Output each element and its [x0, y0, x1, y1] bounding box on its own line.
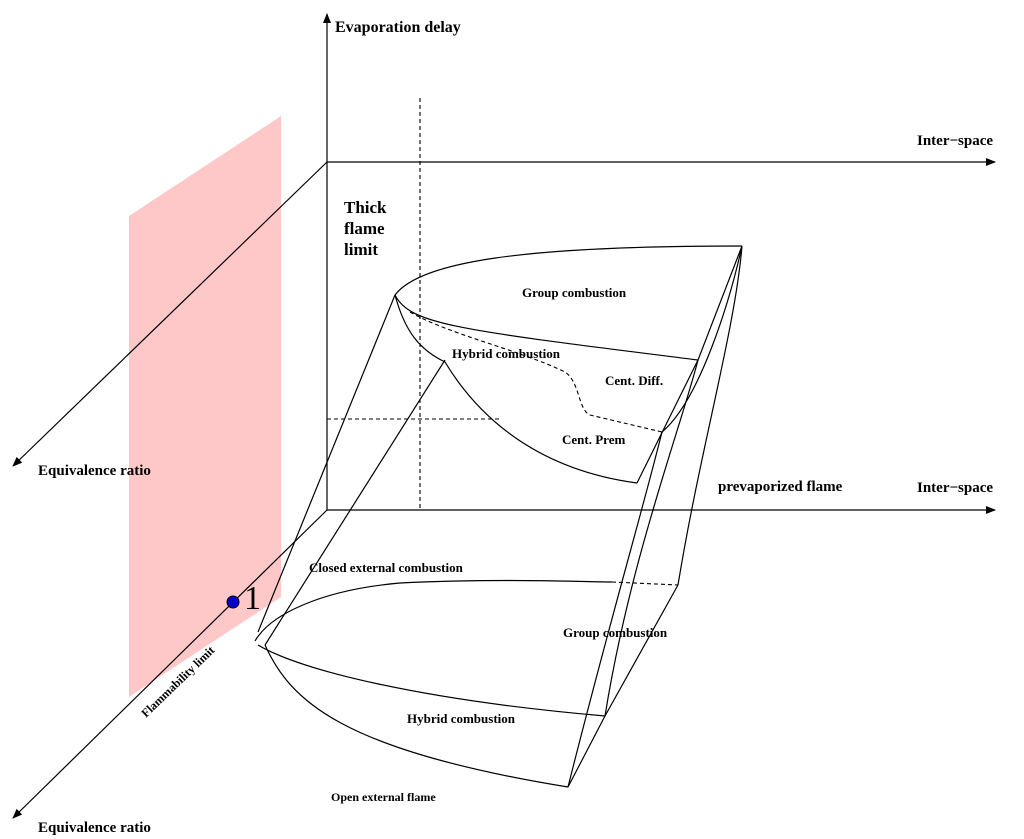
equivalence-ratio-label-top: Equivalence ratio	[38, 463, 151, 479]
lower-hybrid-combustion-label: Hybrid combustion	[407, 711, 516, 726]
open-external-flame-label: Open external flame	[331, 790, 436, 804]
cent-prem-label: Cent. Prem	[562, 432, 625, 447]
left-inner-edge	[264, 359, 446, 646]
evaporation-delay-label: Evaporation delay	[335, 19, 461, 36]
cent-diff-label: Cent. Diff.	[605, 373, 663, 388]
upper-surface-cent-diff-boundary	[409, 311, 663, 433]
equivalence-ratio-axis-bottom	[12, 509, 328, 819]
flammability-limit-plane	[129, 116, 281, 697]
lower-surface-hybrid-boundary	[264, 644, 569, 788]
upper-surface-back-edge	[394, 245, 743, 296]
upper-surface-right-edge	[636, 245, 743, 484]
upper-surface-group-boundary	[394, 294, 699, 361]
flammability-point-label: 1	[244, 580, 261, 617]
right-back-edge	[677, 245, 743, 586]
left-front-edge	[257, 294, 396, 633]
lower-surface-closed-boundary	[254, 579, 613, 642]
thick-flame-limit-line3: limit	[344, 240, 378, 259]
inter-space-label-bottom: Inter−space	[917, 480, 993, 496]
flammability-point	[226, 595, 240, 609]
right-middle-edge	[604, 359, 699, 717]
upper-surface-hybrid-boundary	[394, 294, 638, 484]
closed-external-combustion-label: Closed external combustion	[309, 560, 464, 575]
upper-surface-far-right-edge	[661, 245, 743, 433]
upper-hybrid-combustion-label: Hybrid combustion	[452, 346, 561, 361]
lower-surface-group-boundary	[257, 644, 606, 717]
prevaporized-flame-label: prevaporized flame	[718, 479, 843, 495]
inter-space-label-top: Inter−space	[917, 133, 993, 149]
thick-flame-limit-line1: Thick	[344, 198, 387, 217]
right-front-edge	[567, 431, 663, 788]
thick-flame-limit-line2: flame	[344, 219, 385, 238]
lower-group-combustion-label: Group combustion	[563, 625, 668, 640]
equivalence-ratio-axis-top	[12, 161, 328, 467]
equivalence-ratio-label-bottom: Equivalence ratio	[38, 820, 151, 836]
upper-group-combustion-label: Group combustion	[522, 285, 627, 300]
lower-surface-right-edge	[567, 584, 679, 788]
